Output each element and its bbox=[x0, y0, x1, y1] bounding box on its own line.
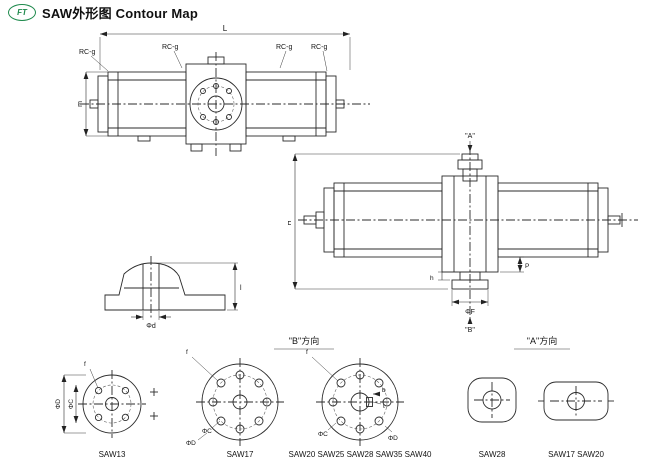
side-view-drawing: L RC-g RC-g RC-g RC-g m bbox=[78, 24, 370, 156]
flange-saw17-dims: f ΦC ΦD bbox=[186, 349, 221, 447]
dim-label-t: t bbox=[383, 403, 385, 410]
label-B: "B" bbox=[465, 327, 475, 333]
label-A: "A" bbox=[465, 133, 475, 140]
dim-label-L: L bbox=[223, 24, 228, 33]
header: FT SAW外形图 Contour Map bbox=[8, 3, 198, 22]
dim-label-b: b bbox=[382, 387, 386, 394]
dim-label-phiC-3: ΦC bbox=[318, 431, 328, 438]
front-view-body bbox=[298, 146, 638, 320]
direction-labels: "B"方向 "A"方向 bbox=[274, 335, 570, 350]
page-title: SAW外形图 Contour Map bbox=[42, 6, 198, 21]
dim-label-h: h bbox=[430, 275, 434, 282]
dim-label-f-2: f bbox=[186, 349, 188, 356]
dim-label-phiC-1: ΦC bbox=[68, 399, 75, 409]
model-label-saw17: SAW17 bbox=[227, 450, 254, 459]
contour-body bbox=[104, 256, 226, 318]
dim-label-f-1: f bbox=[84, 361, 86, 368]
dim-label-rcg-2: RC-g bbox=[162, 44, 178, 51]
model-labels: SAW13 SAW17 SAW20 SAW25 SAW28 SAW35 SAW4… bbox=[99, 450, 605, 459]
dim-label-rcg-1: RC-g bbox=[79, 49, 95, 56]
a-direction-label: "A"方向 bbox=[527, 335, 557, 346]
dim-label-f-3: f bbox=[306, 349, 308, 356]
dim-label-phiD-3: ΦD bbox=[388, 435, 398, 442]
flange-saw17 bbox=[196, 358, 284, 446]
flange-saw13-dims: f ΦD ΦC bbox=[55, 361, 99, 434]
flange-saw13 bbox=[78, 370, 158, 438]
dim-label-phiD-2: ΦD bbox=[186, 440, 196, 447]
side-view-body bbox=[80, 52, 370, 156]
flange-saw20-group-dims: f ΦC b t ΦD bbox=[306, 349, 398, 442]
flange-saw28 bbox=[467, 377, 517, 423]
b-direction-label: "B"方向 bbox=[289, 335, 319, 346]
dim-label-H: H bbox=[288, 220, 293, 225]
dim-label-rcg-4: RC-g bbox=[311, 44, 327, 51]
model-label-saw28: SAW28 bbox=[479, 450, 506, 459]
front-view-drawing: "A" H P h ΦF "B" bbox=[288, 133, 638, 333]
flange-views-row: "B"方向 "A"方向 f ΦD ΦC bbox=[55, 335, 614, 459]
model-label-saw17-20: SAW17 SAW20 bbox=[548, 450, 604, 459]
dim-label-phid: Φd bbox=[146, 323, 156, 330]
flange-saw20-group bbox=[316, 358, 404, 446]
model-label-saw13: SAW13 bbox=[99, 450, 126, 459]
flange-saw17-20 bbox=[538, 381, 614, 421]
contour-profile-drawing: l Φd bbox=[104, 256, 242, 330]
contour-dimensions: l Φd bbox=[131, 262, 242, 330]
brand-logo-icon: FT bbox=[8, 4, 36, 21]
dim-label-phiD-1: ΦD bbox=[55, 399, 62, 409]
dim-label-l: l bbox=[240, 285, 242, 292]
dim-label-rcg-3: RC-g bbox=[276, 44, 292, 51]
dim-label-P: P bbox=[525, 263, 529, 270]
dim-label-phiC-2: ΦC bbox=[202, 428, 212, 435]
model-label-saw20-group: SAW20 SAW25 SAW28 SAW35 SAW40 bbox=[288, 450, 432, 459]
